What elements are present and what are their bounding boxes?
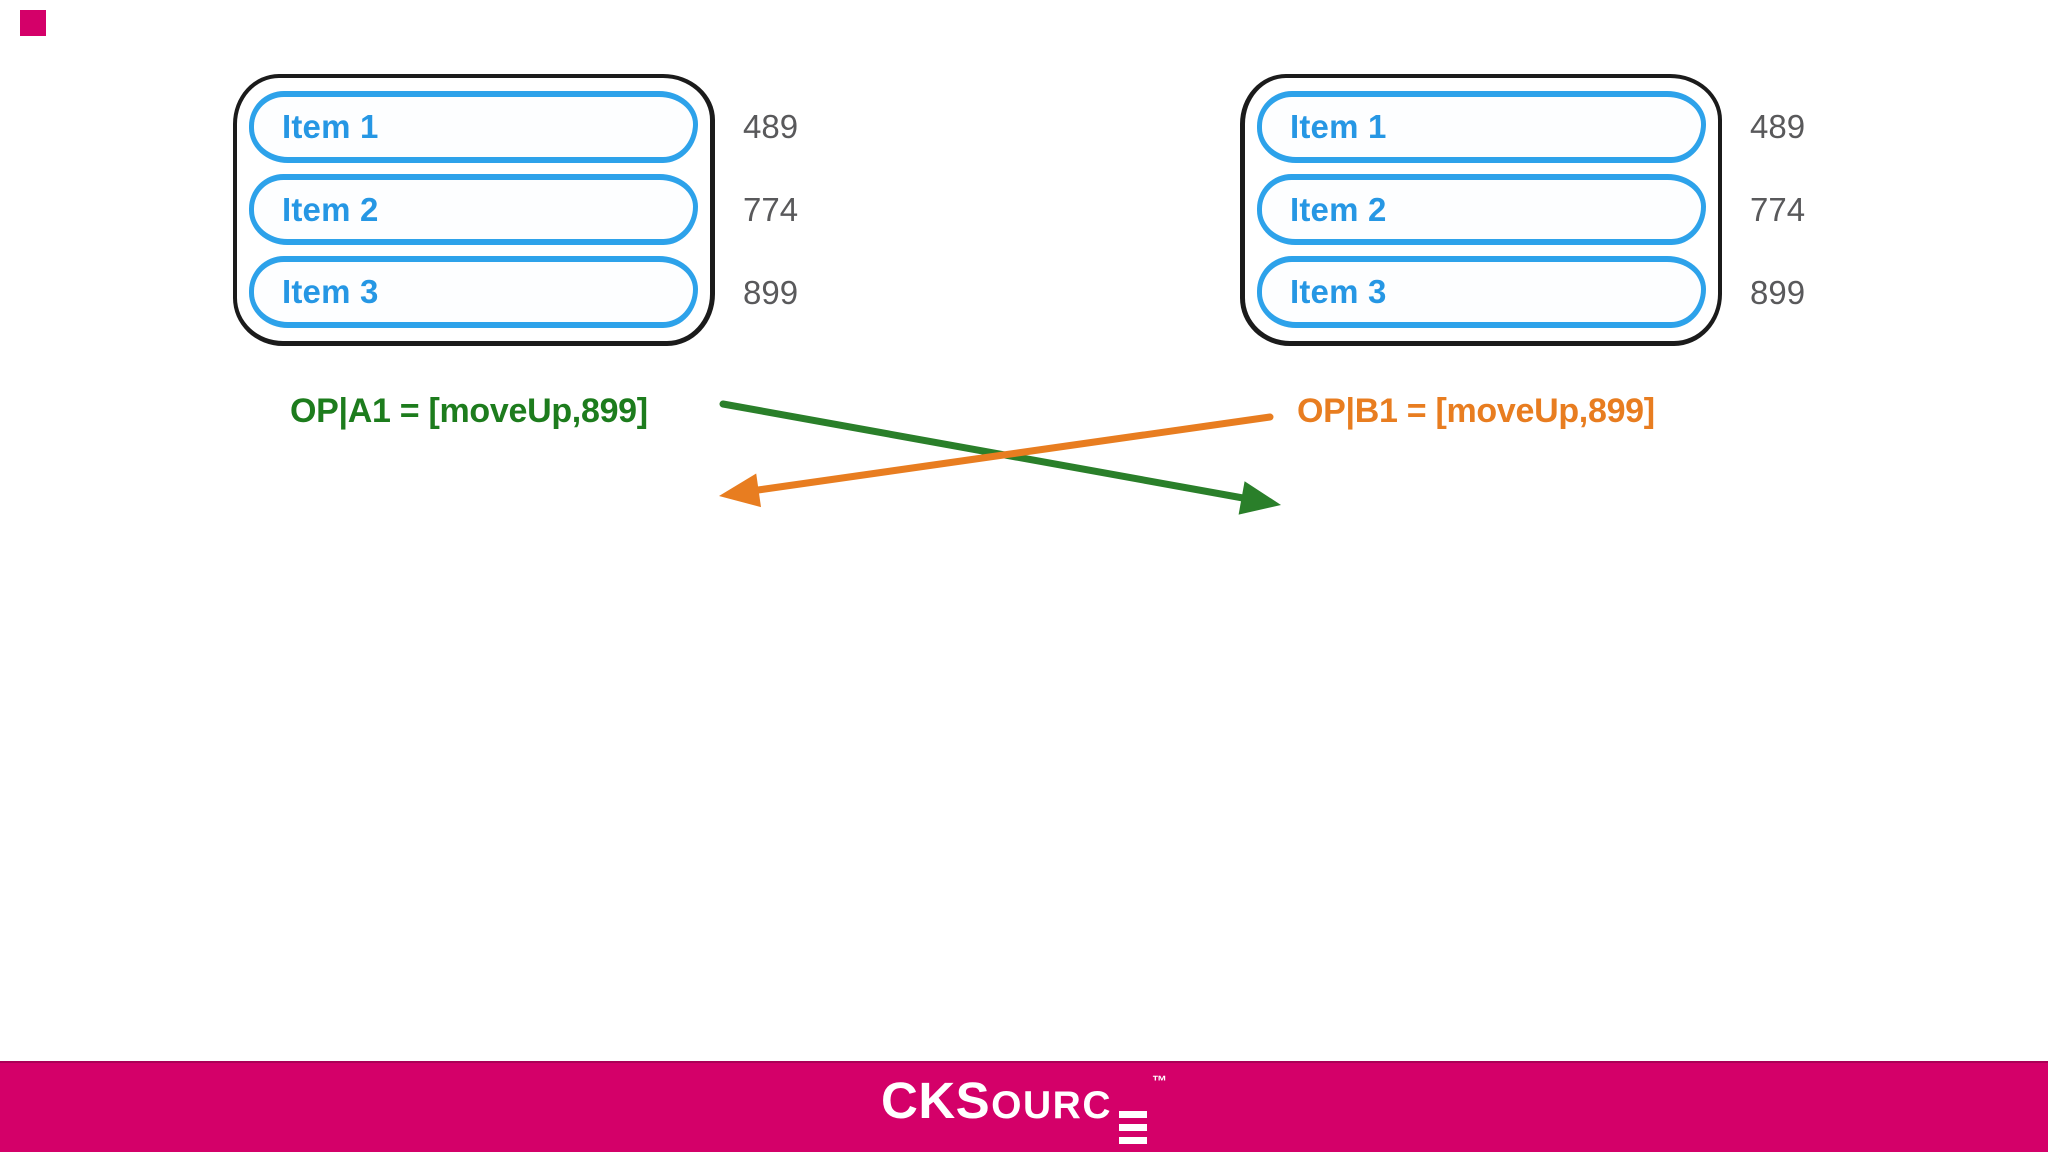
orange-arrow (719, 413, 1274, 508)
item-value: 774 (1750, 191, 1806, 228)
list-item: Item 2 (249, 173, 698, 246)
list-item: Item 3 (1257, 256, 1706, 329)
footer-bar: CKS OURC ™ (0, 1061, 2048, 1152)
list-item-label: Item 2 (282, 190, 379, 228)
brand-corner-mark (20, 10, 46, 36)
list-item-label: Item 1 (1290, 107, 1387, 145)
green-arrow (719, 400, 1281, 515)
item-value: 489 (1750, 108, 1806, 145)
logo-text-major: CKS (880, 1071, 991, 1129)
value-column-b: 489 774 899 (1750, 74, 1850, 346)
list-item-label: Item 3 (1290, 273, 1387, 311)
cksource-logo: CKS OURC ™ (881, 1071, 1167, 1145)
item-value: 774 (743, 191, 799, 228)
trademark-symbol: ™ (1152, 1072, 1168, 1090)
item-value: 899 (743, 274, 799, 311)
item-value: 899 (1750, 274, 1806, 311)
list-box-b: Item 1 Item 2 Item 3 (1240, 74, 1722, 346)
list-item: Item 3 (249, 256, 698, 329)
item-value: 489 (743, 108, 799, 145)
cksource-e-bars-icon (1119, 1110, 1148, 1144)
list-box-a: Item 1 Item 2 Item 3 (233, 74, 715, 346)
list-item-label: Item 2 (1290, 190, 1387, 228)
list-item-label: Item 1 (282, 107, 379, 145)
logo-text-minor: OURC (991, 1083, 1113, 1127)
operation-label-a1: OP|A1 = [moveUp,899] (290, 392, 648, 430)
list-item: Item 2 (1257, 173, 1706, 246)
operation-label-b1: OP|B1 = [moveUp,899] (1297, 392, 1655, 430)
value-column-a: 489 774 899 (743, 74, 843, 346)
list-item: Item 1 (249, 91, 698, 163)
list-item-label: Item 3 (282, 273, 379, 311)
list-item: Item 1 (1257, 91, 1706, 163)
